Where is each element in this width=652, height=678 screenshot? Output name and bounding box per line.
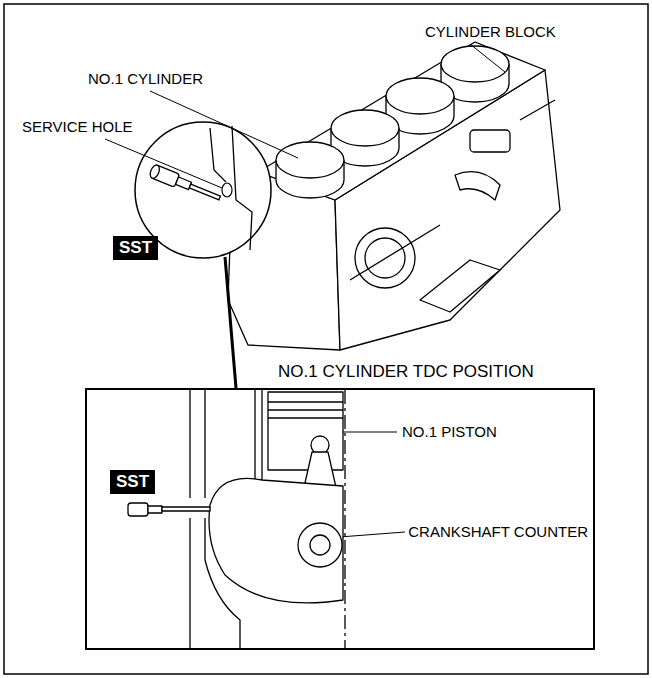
drawing-part [386,78,454,114]
drawing-part [298,523,342,567]
drawing-part [470,44,505,72]
drawing-part [150,91,298,158]
outer-frame [4,4,648,674]
drawing-part [128,503,148,516]
drawing-part [255,390,262,480]
section-view [128,390,345,648]
drawing-part [232,126,252,250]
detail-link [225,257,236,388]
drawing-part [344,390,345,648]
drawing-part [311,436,329,454]
drawing-part [105,139,222,188]
part-label: NO.1 CYLINDER [88,70,203,88]
drawing-part [210,128,226,182]
cylinder-liners [276,46,509,198]
drawing-part [162,507,210,511]
view-heading: NO.1 CYLINDER TDC POSITION [278,362,534,382]
drawing-part [310,535,330,555]
drawing-part [189,390,190,648]
drawing-part [222,183,232,197]
drawing-part [268,392,343,470]
drawing-part [276,142,344,178]
drawing-part [268,417,343,418]
part-label: SERVICE HOLE [22,118,133,136]
drawing-part [189,184,220,200]
drawing-part [258,42,545,200]
drawing-part [441,46,509,82]
part-label: CRANKSHAFT COUNTER [408,523,588,541]
detail-frame: NO.1 CYLINDER TDC POSITIONSST [85,388,595,650]
leader-lines [105,44,505,540]
sst-tag: SST [110,470,155,494]
cylinder-block [228,42,560,350]
tool-tag-text: SST [119,238,152,258]
drawing-part [420,260,500,312]
part-label: NO.1 PISTON [402,423,497,441]
part-label: CYLINDER BLOCK [425,23,556,41]
drawing-part [470,130,510,152]
drawing-part [148,506,162,513]
drawing-part [520,100,555,120]
drawing-part [148,164,222,205]
drawing-part [268,409,343,410]
drawing-part [209,478,343,602]
drawing-part [350,225,440,280]
drawing-part [148,164,161,180]
drawing-part [268,401,343,402]
sst-tag: SST [113,236,158,260]
drawing-part [455,172,500,200]
drawing-part [331,110,399,146]
tool-tag-text: SST [116,472,149,492]
